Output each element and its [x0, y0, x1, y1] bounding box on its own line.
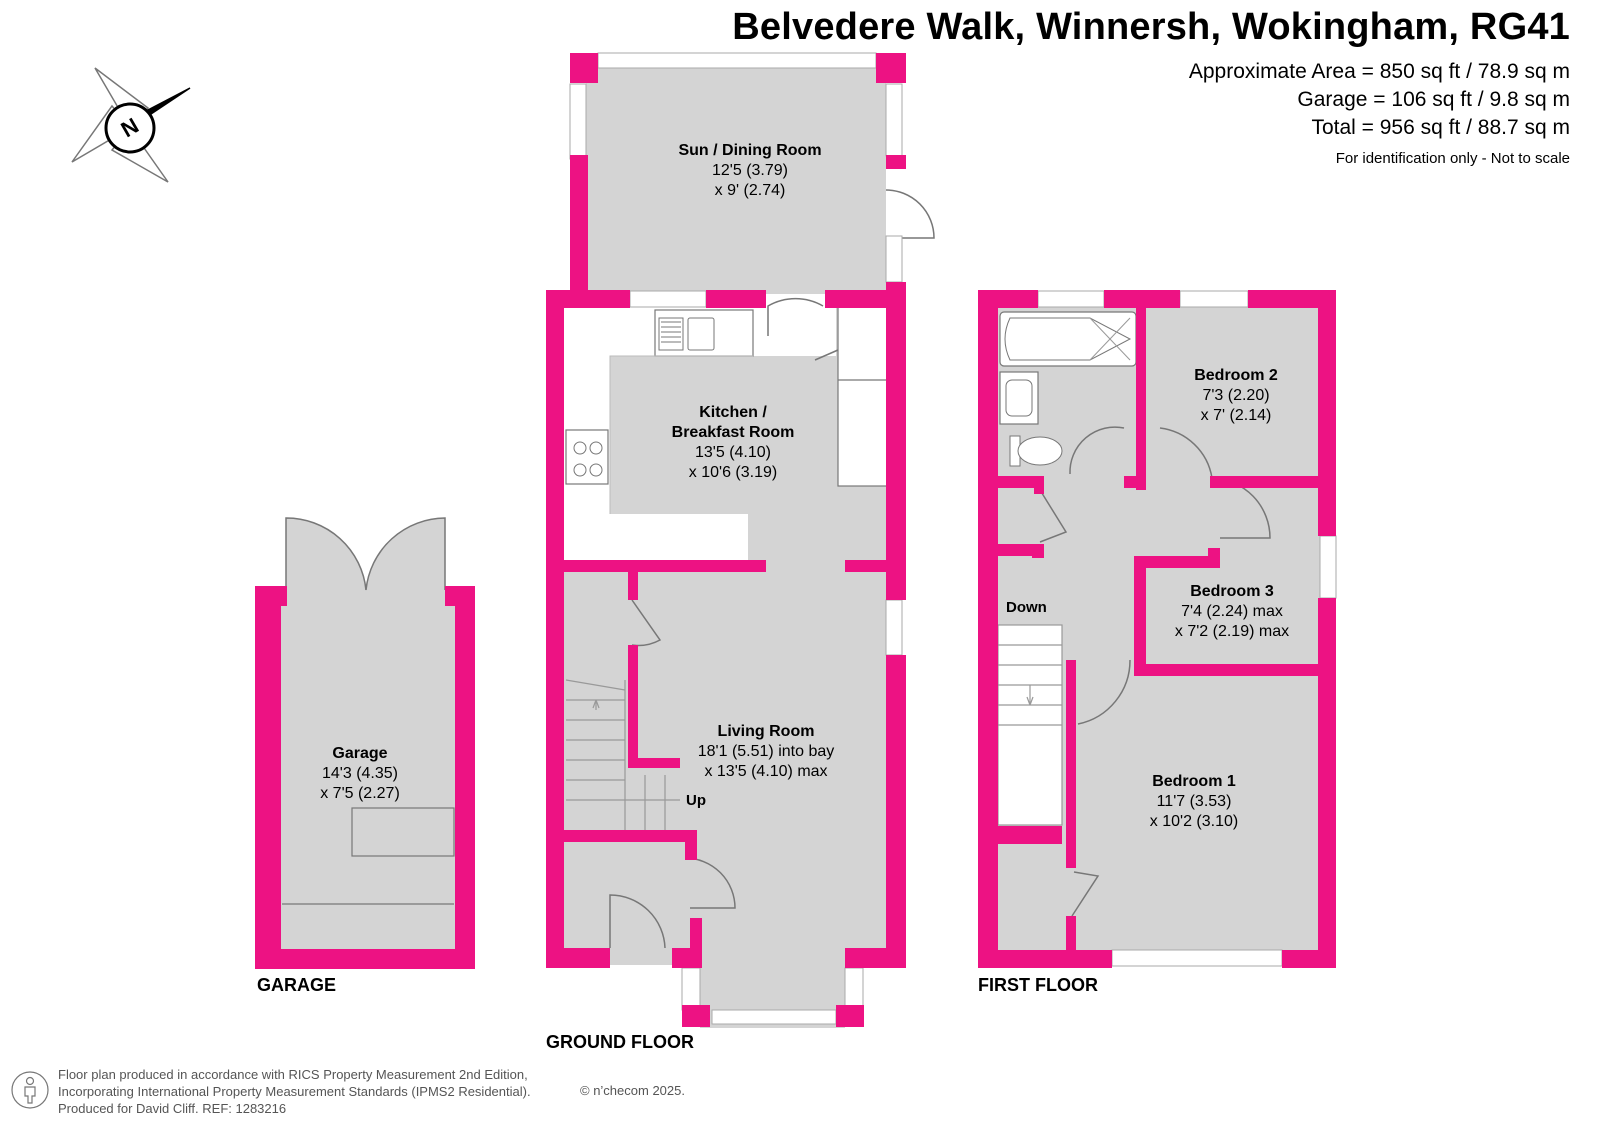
room-name: Bedroom 1	[1152, 773, 1236, 790]
garage-area: Garage = 106 sq ft / 9.8 sq m	[1297, 88, 1570, 111]
room-bedroom-1: Bedroom 1 11'7 (3.53) x 10'2 (3.10)	[1150, 772, 1238, 832]
room-garage: Garage 14'3 (4.35) x 7'5 (2.27)	[320, 744, 400, 804]
footer-copyright: © n’checom 2025.	[580, 1083, 685, 1098]
room-dim: 18'1 (5.51) into bay	[697, 743, 835, 760]
floor-label-garage: GARAGE	[257, 975, 337, 995]
room-name: Breakfast Room	[671, 424, 795, 441]
floor-label-first: FIRST FLOOR	[978, 975, 1098, 995]
approximate-area: Approximate Area = 850 sq ft / 78.9 sq m	[1188, 60, 1570, 83]
room-dim: x 9' (2.74)	[714, 182, 786, 199]
room-name: Living Room	[717, 723, 815, 740]
room-name: Bedroom 2	[1194, 367, 1278, 384]
room-living: Living Room 18'1 (5.51) into bay x 13'5 …	[698, 722, 834, 782]
room-dim: 14'3 (4.35)	[321, 765, 398, 782]
scale-note: For identification only - Not to scale	[1335, 150, 1570, 167]
room-dim: 7'4 (2.24) max	[1181, 603, 1283, 620]
room-bedroom-2: Bedroom 2 7'3 (2.20) x 7' (2.14)	[1194, 366, 1278, 426]
ground-floor-plan	[546, 52, 935, 1028]
room-dim: x 7'2 (2.19) max	[1174, 623, 1290, 640]
room-name: Garage	[332, 745, 388, 762]
room-dim: x 7' (2.14)	[1200, 407, 1272, 424]
person-icon	[11, 1071, 49, 1109]
floor-label-ground: GROUND FLOOR	[546, 1032, 694, 1052]
first-floor-plan	[978, 290, 1337, 968]
room-kitchen: Kitchen / Breakfast Room 13'5 (4.10) x 1…	[672, 403, 795, 483]
total-area: Total = 956 sq ft / 88.7 sq m	[1311, 116, 1570, 139]
stairs-down-label: Down	[1006, 599, 1047, 616]
stairs-up-label: Up	[686, 792, 706, 809]
compass-icon	[71, 67, 191, 183]
room-name: Sun / Dining Room	[678, 142, 822, 159]
room-dim: 12'5 (3.79)	[712, 162, 788, 179]
room-dim: x 10'2 (3.10)	[1149, 813, 1239, 830]
footer-line: Incorporating International Property Mea…	[58, 1084, 531, 1099]
room-name: Kitchen /	[699, 404, 767, 421]
room-dim: 13'5 (4.10)	[694, 444, 771, 461]
page-title: Belvedere Walk, Winnersh, Wokingham, RG4…	[732, 6, 1570, 48]
garage-plan	[255, 517, 475, 969]
footer-disclaimer: Floor plan produced in accordance with R…	[58, 1066, 531, 1117]
footer-line: Floor plan produced in accordance with R…	[58, 1067, 528, 1082]
footer-line: Produced for David Cliff. REF: 1283216	[58, 1101, 287, 1116]
room-dim: 7'3 (2.20)	[1202, 387, 1270, 404]
room-name: Bedroom 3	[1190, 583, 1274, 600]
room-bedroom-3: Bedroom 3 7'4 (2.24) max x 7'2 (2.19) ma…	[1175, 582, 1289, 642]
room-sun-dining: Sun / Dining Room 12'5 (3.79) x 9' (2.74…	[678, 141, 821, 201]
room-dim: x 7'5 (2.27)	[320, 785, 400, 802]
room-dim: x 13'5 (4.10) max	[704, 763, 828, 780]
room-dim: x 10'6 (3.19)	[688, 464, 778, 481]
room-dim: 11'7 (3.53)	[1156, 793, 1232, 810]
